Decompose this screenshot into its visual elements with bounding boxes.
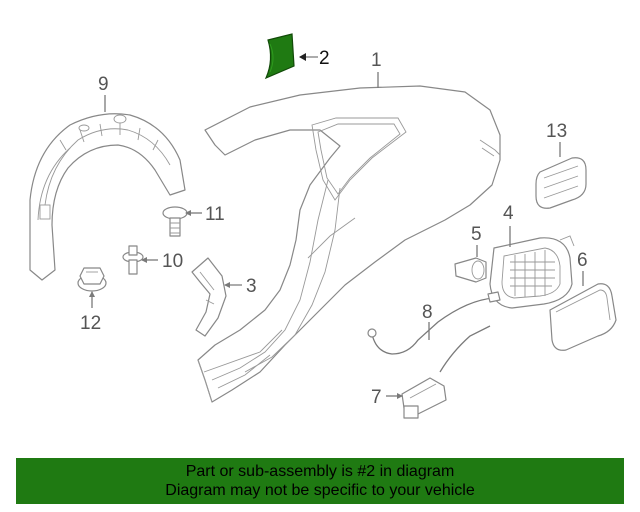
part-4-fuel-door-housing[interactable] (489, 235, 575, 309)
callout-13-label: 13 (546, 121, 567, 142)
callout-7-label: 7 (371, 387, 382, 408)
callout-10-label: 10 (162, 251, 183, 272)
callout-3: 3 (224, 276, 257, 297)
callout-3-label: 3 (246, 276, 257, 297)
callout-6: 6 (577, 250, 588, 286)
callout-9: 9 (98, 74, 109, 112)
callout-8-label: 8 (422, 302, 433, 323)
banner-line-part-number: Part or sub-assembly is #2 in diagram (185, 463, 455, 480)
callout-7: 7 (371, 387, 403, 408)
part-11-clip[interactable] (162, 206, 188, 237)
part-10-screw-clip[interactable] (122, 245, 144, 275)
callout-12: 12 (80, 291, 101, 334)
callout-11: 11 (185, 204, 225, 225)
callout-1: 1 (371, 50, 382, 88)
part-info-banner: Part or sub-assembly is #2 in diagram Di… (16, 458, 624, 504)
callout-5-label: 5 (471, 224, 482, 245)
part-9-wheel-liner[interactable] (29, 113, 186, 281)
callout-2: 2 (299, 48, 330, 69)
part-3-bracket[interactable] (191, 257, 227, 337)
callout-2-label: 2 (319, 48, 330, 69)
part-8-release-cable[interactable] (367, 291, 501, 355)
callout-11-label: 11 (205, 204, 225, 225)
callout-4-label: 4 (503, 203, 514, 224)
parts-diagram: 2 1 9 13 (29, 33, 617, 419)
part-7-actuator[interactable] (401, 325, 491, 419)
part-1-quarter-panel[interactable] (197, 85, 501, 403)
callout-5: 5 (471, 224, 482, 257)
callout-1-label: 1 (371, 50, 382, 71)
part-2-highlighted[interactable] (264, 33, 295, 80)
part-13-trim-grille[interactable] (535, 157, 587, 209)
callout-9-label: 9 (98, 74, 109, 95)
callout-12-label: 12 (80, 313, 101, 334)
callout-4: 4 (503, 203, 514, 247)
part-6-fuel-door[interactable] (549, 283, 617, 351)
callout-8: 8 (422, 302, 433, 340)
callout-13: 13 (546, 121, 567, 157)
parts-diagram-svg: 2 1 9 13 (29, 33, 617, 419)
part-5-bracket[interactable] (454, 257, 487, 283)
banner-line-disclaimer: Diagram may not be specific to your vehi… (165, 482, 475, 499)
part-12-nut[interactable] (77, 267, 107, 292)
callout-10: 10 (141, 251, 183, 272)
callout-6-label: 6 (577, 250, 588, 271)
